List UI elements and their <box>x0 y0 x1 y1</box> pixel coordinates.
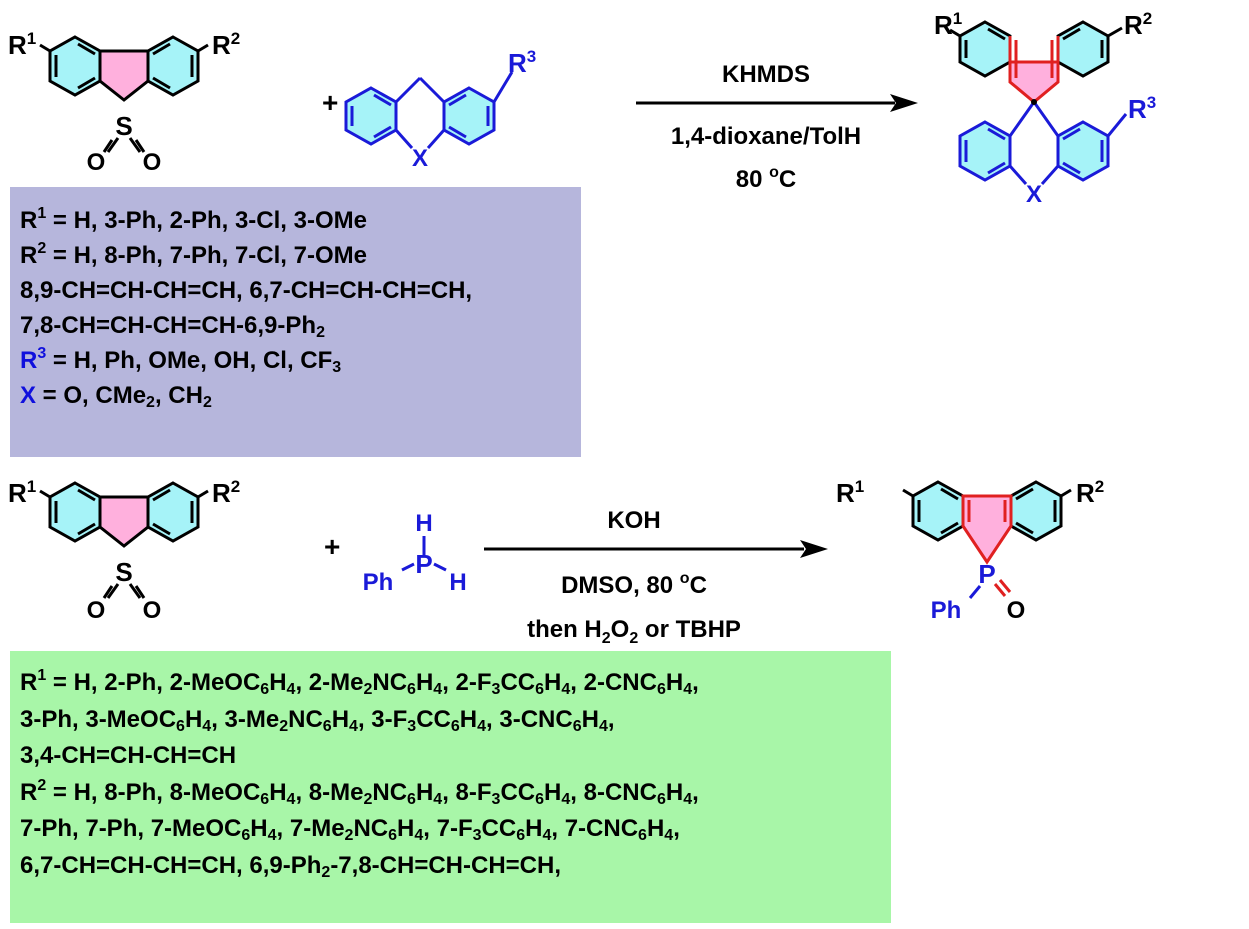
r2-label: R2 <box>1124 9 1152 40</box>
xanthene-reactant <box>344 71 514 149</box>
plus-sign: + <box>324 531 340 562</box>
r2-substituents-line-1: R2 = H, 8-Ph, 8-MeOC6H4, 8-Me2NC6H4, 8-F… <box>20 776 699 808</box>
r1-label: R1 <box>8 29 36 60</box>
reagent-khmds: KHMDS <box>722 61 810 88</box>
oxygen-label: O <box>1007 597 1026 624</box>
spiro-carbon-dot <box>1031 99 1037 105</box>
r2-substituents-line-3: 6,7-CH=CH-CH=CH, 6,9-Ph2-7,8-CH=CH-CH=CH… <box>20 851 562 881</box>
x-heteroatom-label: X <box>1026 181 1042 208</box>
phosphole-oxide-product: P Ph O R1 R2 <box>836 477 1104 624</box>
spiro-fluorene-product <box>949 20 1123 104</box>
temperature-label: 80 oC <box>736 164 797 193</box>
oxygen-label: O <box>87 149 106 176</box>
r3-label: R3 <box>1128 93 1156 124</box>
conditions-line-1: DMSO, 80 oC <box>561 570 707 599</box>
fused-substituents: 8,9-CH=CH-CH=CH, 6,7-CH=CH-CH=CH, <box>20 277 473 304</box>
r1-label: R1 <box>934 9 962 40</box>
r2-substituents: R2 = H, 8-Ph, 7-Ph, 7-Cl, 7-OMe <box>20 240 367 270</box>
hydrogen-label: H <box>449 569 466 596</box>
phosphorus-label: P <box>978 559 995 589</box>
sulfur-label: S <box>115 557 132 587</box>
r1-substituents-line-2: 3-Ph, 3-MeOC6H4, 3-Me2NC6H4, 3-F3CC6H4, … <box>20 705 615 735</box>
oxygen-label: O <box>143 149 162 176</box>
r3-label: R3 <box>508 47 536 78</box>
r3-substituents: R3 = H, Ph, OMe, OH, Cl, CF3 <box>20 345 342 376</box>
sulfur-label: S <box>115 111 132 141</box>
r2-label: R2 <box>1076 477 1104 508</box>
reaction-arrow-2 <box>484 540 828 558</box>
phenyl-label: Ph <box>931 597 962 624</box>
fused-substituents-2: 7,8-CH=CH-CH=CH-6,9-Ph2 <box>20 312 325 341</box>
plus-sign: + <box>322 87 338 118</box>
r1-label: R1 <box>836 477 864 508</box>
reagent-koh: KOH <box>607 507 660 534</box>
substituent-box-2: R1 = H, 2-Ph, 2-MeOC6H4, 2-Me2NC6H4, 2-F… <box>10 651 891 923</box>
r1-substituents-line-1: R1 = H, 2-Ph, 2-MeOC6H4, 2-Me2NC6H4, 2-F… <box>20 667 699 698</box>
r1-substituents-line-3: 3,4-CH=CH-CH=CH <box>20 742 237 769</box>
solvent-label: 1,4-dioxane/TolH <box>671 123 861 150</box>
oxygen-label: O <box>87 597 106 624</box>
r2-substituents-line-2: 7-Ph, 7-Ph, 7-MeOC6H4, 7-Me2NC6H4, 7-F3C… <box>20 815 680 844</box>
hydrogen-label: H <box>415 510 432 537</box>
reaction-arrow-1 <box>636 94 918 112</box>
substituent-box-1: R1 = H, 3-Ph, 2-Ph, 3-Cl, 3-OMe R2 = H, … <box>10 187 581 457</box>
r2-label: R2 <box>212 477 240 508</box>
spiro-xanthene-part <box>958 101 1128 185</box>
r1-substituents: R1 = H, 3-Ph, 2-Ph, 3-Cl, 3-OMe <box>20 205 367 235</box>
phenyl-label: Ph <box>363 569 394 596</box>
r1-label: R1 <box>8 477 36 508</box>
x-substituents: X = O, CMe2, CH2 <box>20 382 212 411</box>
dibenzothiophene-dioxide-2: S O O R1 R2 <box>8 477 240 624</box>
conditions-line-2: then H2O2 or TBHP <box>527 616 741 647</box>
x-heteroatom-label: X <box>412 145 428 172</box>
oxygen-label: O <box>143 597 162 624</box>
r2-label: R2 <box>212 29 240 60</box>
phosphorus-label: P <box>415 549 432 579</box>
dibenzothiophene-dioxide-1: S O O R1 R2 <box>8 29 240 176</box>
phenylphosphine-reactant: H P Ph H <box>363 510 467 596</box>
